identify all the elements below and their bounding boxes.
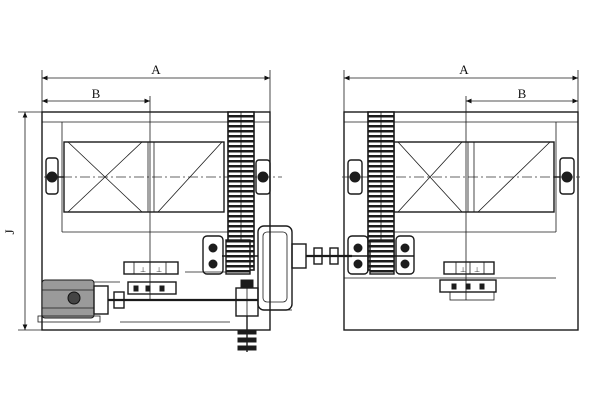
right-support-block: ⊥ ⊥ — [439, 261, 497, 301]
left-end-bearing — [45, 157, 64, 195]
svg-text:⊥: ⊥ — [474, 266, 480, 274]
right-mill-unit: A B — [342, 62, 580, 331]
drive-motor — [37, 279, 109, 323]
left-reducer — [257, 225, 307, 311]
left-pinion-assembly — [202, 235, 258, 275]
lower-coupling — [237, 279, 257, 352]
left-dimension-b-label: B — [92, 86, 101, 101]
connecting-shaft — [306, 247, 352, 265]
right-dimension-a-label: A — [459, 62, 469, 77]
right-dimension-a: A — [343, 62, 579, 112]
right-dimension-b: B — [465, 86, 578, 300]
svg-text:⊥: ⊥ — [140, 266, 146, 274]
svg-text:⊥: ⊥ — [156, 266, 162, 274]
right-pinion-assembly — [347, 235, 415, 275]
left-dimension-a: A — [41, 62, 271, 112]
dimension-j-label: J — [2, 229, 17, 234]
left-dimension-a-label: A — [151, 62, 161, 77]
left-mill-unit: A B J — [2, 62, 307, 352]
right-dimension-b-label: B — [518, 86, 527, 101]
right-end-bearing — [554, 157, 575, 195]
drive-shaft — [108, 287, 259, 317]
right-gear-side-bearing — [347, 159, 363, 195]
dimension-j: J — [2, 111, 42, 331]
left-gear-side-bearing — [255, 159, 271, 195]
svg-text:⊥: ⊥ — [460, 266, 466, 274]
left-support-block: ⊥ ⊥ — [123, 261, 179, 295]
